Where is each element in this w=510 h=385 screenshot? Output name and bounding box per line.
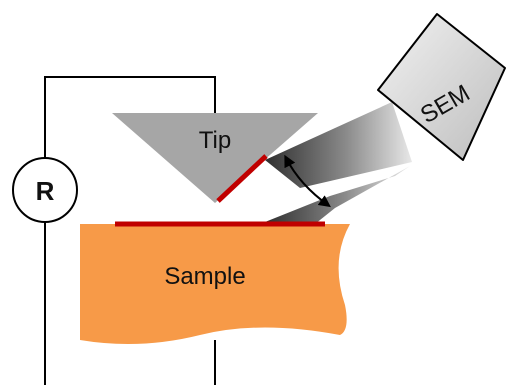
circuit-wire [44,76,216,385]
resistor-label: R [36,176,55,206]
tip-shape [112,113,318,203]
tip-label: Tip [199,127,231,154]
sem-column [377,13,506,161]
resistor-circle [12,157,78,223]
sample-block [80,224,350,344]
beam-lower [265,166,410,224]
sample-label: Sample [164,263,245,290]
double-headed-curved-arrow-icon [284,154,331,208]
tip-contact-line [216,154,268,203]
